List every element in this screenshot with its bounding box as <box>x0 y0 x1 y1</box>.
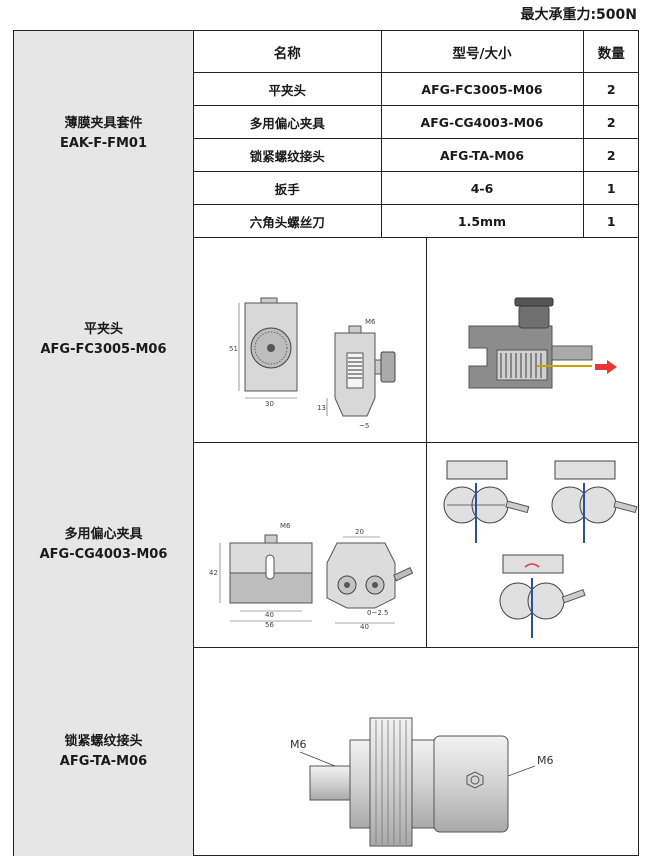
thread-adapter-name: 锁紧螺纹接头 <box>64 733 143 749</box>
flat-clamp-photo <box>427 238 639 441</box>
cell-qty: 1 <box>582 204 639 237</box>
divider <box>14 442 638 443</box>
table-row: 多用偏心夹具 AFG-CG4003-M06 2 <box>194 105 639 139</box>
dim-outer: 56 <box>265 621 274 629</box>
flat-clamp-name: 平夹头 <box>83 321 123 337</box>
flat-clamp-drawing: 51 30 M6 13 ~5 <box>195 238 425 441</box>
kit-model: EAK-F-FM01 <box>59 136 148 151</box>
thread-adapter-label: 锁紧螺纹接头 AFG-TA-M06 <box>14 647 194 856</box>
dim-inner: 40 <box>265 611 274 619</box>
thread-adapter-model: AFG-TA-M06 <box>59 753 148 769</box>
cell-model: 4-6 <box>380 171 583 205</box>
eccentric-clamp-label: 多用偏心夹具 AFG-CG4003-M06 <box>14 442 194 647</box>
cell-qty: 2 <box>582 72 639 106</box>
table-row: 六角头螺丝刀 1.5mm 1 <box>194 204 639 237</box>
col-header-qty: 数量 <box>582 31 639 73</box>
flat-clamp-model: AFG-FC3005-M06 <box>40 341 167 357</box>
cell-qty: 2 <box>582 105 639 139</box>
flat-clamp-label: 平夹头 AFG-FC3005-M06 <box>14 237 194 442</box>
cell-qty: 2 <box>582 138 639 172</box>
eccentric-clamp-diagrams <box>427 443 639 646</box>
cell-qty: 1 <box>582 171 639 205</box>
table-header-row: 名称 型号/大小 数量 <box>194 31 639 73</box>
cell-model: 1.5mm <box>380 204 583 237</box>
dim-top: 20 <box>355 528 364 536</box>
divider <box>426 442 427 647</box>
dim-thread: M6 <box>280 522 291 530</box>
thread-adapter-drawing: M6 M6 <box>195 648 639 855</box>
kit-contents-table: 名称 型号/大小 数量 平夹头 AFG-FC3005-M06 2 多用偏心夹具 … <box>194 31 639 237</box>
divider <box>14 647 638 648</box>
dim-gap: ~5 <box>359 422 369 430</box>
dim-thread: M6 <box>365 318 376 326</box>
cell-name: 锁紧螺纹接头 <box>194 138 381 172</box>
right-thread-label: M6 <box>537 754 554 767</box>
cell-model: AFG-TA-M06 <box>380 138 583 172</box>
col-header-model: 型号/大小 <box>380 31 583 73</box>
kit-label: 薄膜夹具套件 EAK-F-FM01 <box>14 31 194 237</box>
table-row: 锁紧螺纹接头 AFG-TA-M06 2 <box>194 138 639 172</box>
dim-jaw: 13 <box>317 404 326 412</box>
table-row: 扳手 4-6 1 <box>194 171 639 205</box>
col-header-name: 名称 <box>194 31 381 73</box>
eccentric-clamp-drawing: M6 42 40 56 20 0~2.5 40 <box>195 443 425 646</box>
divider <box>14 237 638 238</box>
dim-base: 40 <box>360 623 369 631</box>
cell-name: 多用偏心夹具 <box>194 105 381 139</box>
max-load-capacity: 最大承重力:500N <box>520 7 637 23</box>
dim-range: 0~2.5 <box>367 609 388 617</box>
dim-height: 42 <box>209 569 218 577</box>
cell-name: 扳手 <box>194 171 381 205</box>
dim-height: 51 <box>229 345 238 353</box>
left-thread-label: M6 <box>290 738 307 751</box>
dim-width: 30 <box>265 400 274 408</box>
cell-name: 六角头螺丝刀 <box>249 214 325 230</box>
eccentric-clamp-model: AFG-CG4003-M06 <box>39 546 168 562</box>
spec-sheet: 薄膜夹具套件 EAK-F-FM01 名称 型号/大小 数量 平夹头 AFG-FC… <box>13 30 639 856</box>
cell-model: AFG-CG4003-M06 <box>380 105 583 139</box>
divider <box>426 237 427 442</box>
kit-name: 薄膜夹具套件 <box>64 116 143 131</box>
table-row: 平夹头 AFG-FC3005-M06 2 <box>194 72 639 106</box>
cell-name: 平夹头 <box>194 72 381 106</box>
eccentric-clamp-name: 多用偏心夹具 <box>64 526 143 542</box>
cell-model: AFG-FC3005-M06 <box>380 72 583 106</box>
